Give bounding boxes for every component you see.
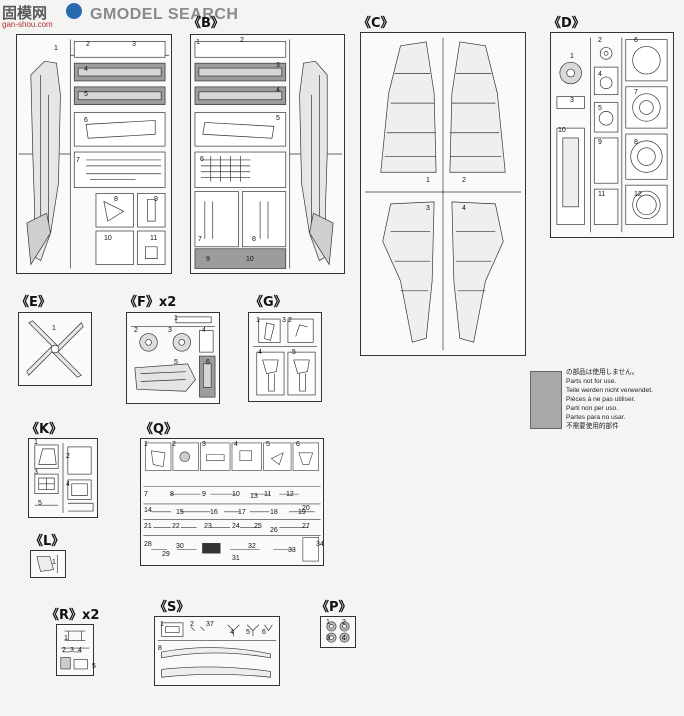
sprue-p-drawing: [326, 621, 350, 643]
sprue-l-frame: [30, 550, 66, 578]
sprue-g-label: 《G》: [250, 295, 287, 310]
legend-line-fr: Pièces à ne pas utiliser.: [566, 396, 636, 403]
legend-line-en: Parts not for use.: [566, 378, 617, 385]
sprue-q-label: 《Q》: [140, 422, 178, 437]
unused-parts-legend: の部品は使用しません。 Parts not for use. Teile wer…: [528, 368, 684, 432]
sprue-d-drawing: [556, 37, 668, 233]
legend-line-ja: の部品は使用しません。: [566, 369, 639, 376]
watermark-url: gan-shou.com: [2, 20, 53, 29]
sprue-r-drawing: [60, 630, 90, 670]
sprue-s-drawing: [157, 622, 277, 678]
sprue-l-drawing: [36, 554, 58, 574]
sprue-l-label: 《L》: [30, 534, 65, 549]
sprue-g-frame: [248, 312, 322, 402]
sprue-f-label: 《F》x2: [124, 295, 177, 310]
sprue-e-frame: [18, 312, 92, 386]
sprue-b-frame: [190, 34, 345, 274]
sprue-s-frame: [154, 616, 280, 686]
sprue-c-label: 《C》: [358, 16, 394, 31]
watermark-site-name: 固模网: [2, 4, 48, 22]
sprue-p-frame: [320, 616, 356, 648]
legend-text: の部品は使用しません。 Parts not for use. Teile wer…: [566, 368, 653, 431]
sprue-r-frame: [56, 624, 94, 676]
sprue-s-label: 《S》: [154, 600, 190, 615]
unused-parts-swatch: [530, 371, 562, 429]
legend-line-zh: 不需要使用的部件: [566, 423, 619, 430]
legend-line-it: Parti non per uso.: [566, 405, 619, 412]
sprue-f-frame: [126, 312, 220, 404]
sprue-b-drawing: [194, 39, 343, 269]
sprue-c-drawing: [364, 37, 522, 351]
sprue-q-drawing: [143, 442, 321, 562]
sprue-k-label: 《K》: [26, 422, 63, 437]
sprue-r-label: 《R》x2: [46, 608, 100, 623]
legend-line-de: Teile werden nicht verwendet.: [566, 387, 653, 394]
sprue-b-label: 《B》: [188, 16, 224, 31]
sprue-e-drawing: [26, 320, 84, 378]
watermark-brand: GMODEL SEARCH: [90, 6, 239, 23]
legend-line-es: Partes para no usar.: [566, 414, 626, 421]
sprue-d-label: 《D》: [548, 16, 585, 31]
sprue-q-frame: [140, 438, 324, 566]
sprue-k-frame: [28, 438, 98, 518]
sprue-p-label: 《P》: [316, 600, 352, 615]
sprue-d-frame: [550, 32, 674, 238]
sprue-c-frame: [360, 32, 526, 356]
sprue-e-label: 《E》: [16, 295, 51, 310]
sprue-k-drawing: [34, 443, 94, 513]
sprue-a-drawing: [18, 39, 170, 269]
watermark-logo-icon: [66, 3, 82, 19]
sprue-g-drawing: [252, 318, 318, 396]
sprue-f-drawing: [130, 316, 216, 398]
sprue-a-frame: [16, 34, 172, 274]
